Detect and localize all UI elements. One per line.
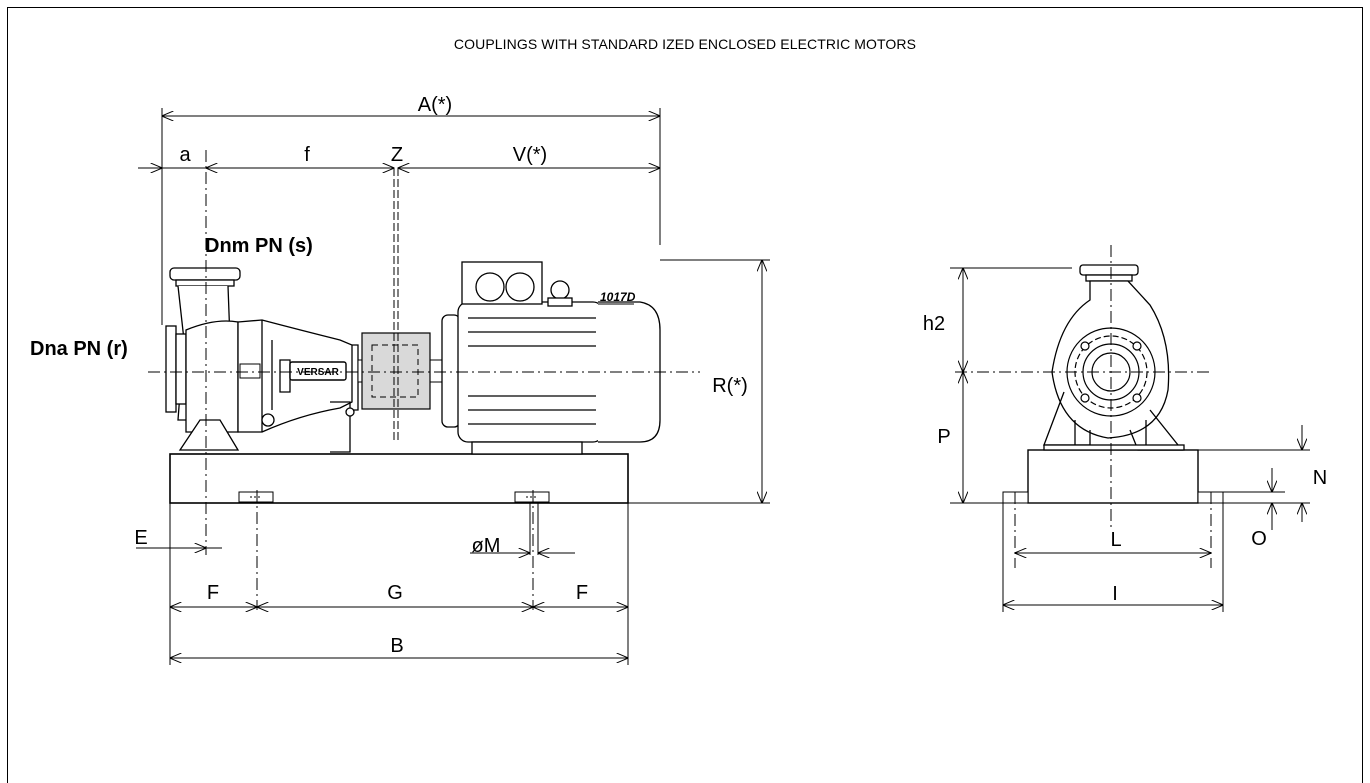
- dim-G-label: G: [387, 582, 403, 604]
- center-lines: [148, 150, 700, 610]
- dim-P-label: P: [937, 426, 950, 448]
- dimension-lines: [136, 116, 762, 658]
- dim-O-label: O: [1251, 528, 1267, 550]
- dim-N-label: N: [1313, 467, 1327, 489]
- front-dimension-lines: [963, 268, 1302, 605]
- dim-V-label: V(*): [513, 144, 547, 166]
- suction-nozzle-label: Dnm PN (s): [205, 235, 313, 257]
- extension-lines: [138, 108, 770, 665]
- dim-F-left-label: F: [207, 582, 219, 604]
- dim-I-label: I: [1112, 583, 1118, 605]
- dim-R-label: R(*): [712, 375, 748, 397]
- drawing-title: COUPLINGS WITH STANDARD IZED ENCLOSED EL…: [453, 36, 917, 52]
- front-view: [950, 245, 1310, 612]
- shaft: [239, 359, 443, 383]
- discharge-nozzle-label: Dna PN (r): [30, 338, 128, 360]
- pump-casing: [165, 267, 241, 451]
- coupling-axis: [393, 168, 399, 440]
- coupling-guard: [361, 332, 431, 410]
- dim-F-right-label: F: [576, 582, 588, 604]
- electric-motor: [441, 261, 661, 455]
- anchor-hole-right: [514, 491, 550, 503]
- front-center-lines: [955, 245, 1212, 568]
- front-extension-lines: [950, 267, 1310, 612]
- dim-M-label: øM: [472, 535, 501, 557]
- side-view: VERSAR 1: [136, 108, 770, 665]
- dim-Z-label: Z: [391, 144, 403, 166]
- dim-E-label: E: [134, 527, 147, 549]
- dim-L-label: L: [1110, 529, 1121, 551]
- model-label: 1017D: [600, 290, 636, 304]
- dim-a-label: a: [179, 144, 191, 166]
- dim-f-label: f: [304, 144, 310, 166]
- anchor-hole-left: [238, 491, 274, 503]
- bearing-bracket: [237, 319, 359, 453]
- dim-B-label: B: [390, 635, 403, 657]
- front-base: [1027, 449, 1199, 504]
- dim-A-label: A(*): [418, 94, 452, 116]
- dim-h2-label: h2: [923, 313, 945, 335]
